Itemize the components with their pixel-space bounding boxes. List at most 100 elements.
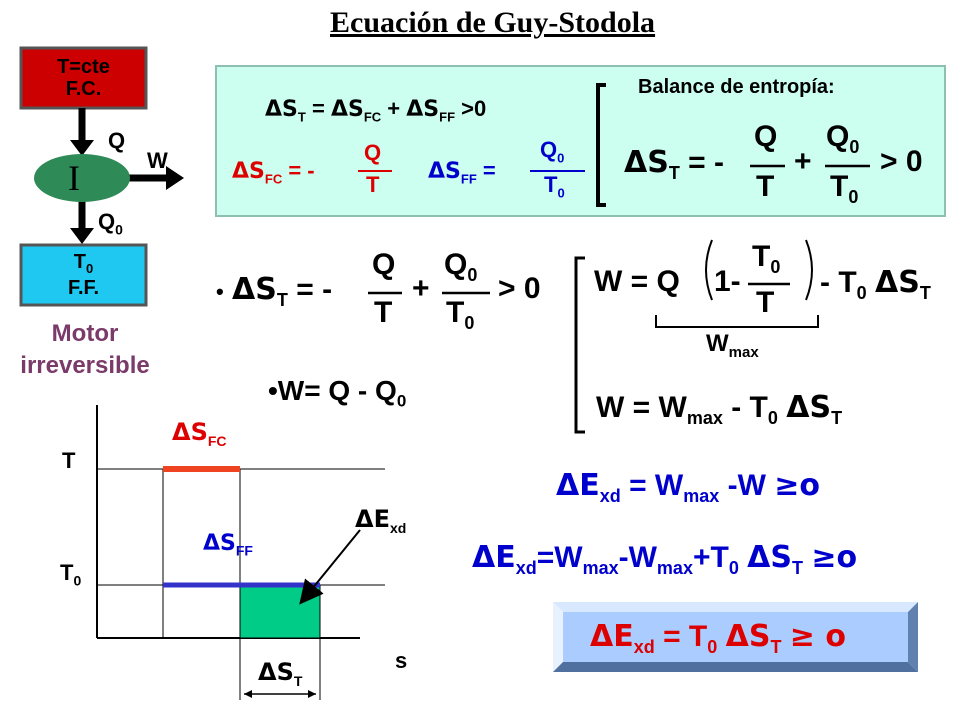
res-rel: ≥ o <box>789 619 846 654</box>
balance-label: Balance de entropía: <box>638 76 835 98</box>
ex1-tail: -W <box>727 469 766 502</box>
engine-ellipse <box>34 154 130 202</box>
bullet1-num2-sub: 0 <box>467 265 478 285</box>
bullet1-plus: + <box>412 272 430 305</box>
result-box-top-bevel <box>553 602 918 612</box>
bullet1-den2-sub: 0 <box>464 313 475 333</box>
result-box-left-bevel <box>553 602 563 672</box>
ts-exd-label: ΔExd <box>355 505 406 536</box>
hot-source-box <box>19 46 148 110</box>
big-rhs: > 0 <box>880 145 923 178</box>
paren-right <box>805 239 813 301</box>
big-lhs: ΔS <box>624 145 669 180</box>
entropy-sum-eq: ΔST = ΔSFC + ΔSFF >0 <box>265 96 486 124</box>
w-eq-lhs: W = Q <box>594 265 680 298</box>
eq1-eq: = <box>311 96 325 121</box>
hot-source-label: T=cte F.C. <box>21 48 146 108</box>
big-den1: T <box>756 170 775 203</box>
w-bracket <box>574 256 585 434</box>
eq1-rhs: >0 <box>461 96 487 121</box>
bullet1-num2-text: Q <box>444 248 468 281</box>
res-eq: = T <box>663 620 708 653</box>
sff-lhs: ΔS <box>428 159 461 184</box>
bullet1-eq: = - <box>296 273 333 306</box>
ts-x-label: s <box>395 648 408 673</box>
sff-den-text: T <box>544 172 558 197</box>
big-num1: Q <box>754 120 778 153</box>
res-lhs-sub: xd <box>633 637 655 657</box>
ts-y-label: T <box>62 448 76 473</box>
big-plus: + <box>794 145 812 178</box>
ts-t0-text: T <box>60 560 74 585</box>
ex2-b-sub: max <box>656 558 693 578</box>
w-eq2-lhs: W = <box>596 391 651 424</box>
res-eq-sub: 0 <box>707 637 718 657</box>
page-title: Ecuación de Guy-Stodola <box>330 6 656 39</box>
result-box <box>563 612 908 662</box>
result-box-bottom-bevel <box>553 662 918 672</box>
ts-exd-text: ΔE <box>355 505 390 533</box>
sff-lhs-sub: FF <box>460 171 477 187</box>
ts-st-text: ΔS <box>258 658 294 686</box>
hot-source-name: F.C. <box>65 78 102 100</box>
wmax-label-sub: max <box>728 343 759 361</box>
bullet1-dot: • <box>216 279 224 304</box>
sff-den-sub: 0 <box>557 185 565 201</box>
big-num2-sub: 0 <box>849 137 860 157</box>
w-eq-tail-ds: ΔS <box>875 265 920 300</box>
bullet1-num1: Q <box>372 248 396 281</box>
ex1-lhs-sub: xd <box>599 486 621 506</box>
ts-st-sub: T <box>293 672 303 689</box>
ex2-c-sub: 0 <box>728 558 739 578</box>
engine-caption: Motor irreversible <box>0 318 170 383</box>
sff-den: T0 <box>544 172 565 200</box>
exergy-eq1: ΔExd = Wmax -W ≥o <box>556 468 820 507</box>
ts-sfc-label: ΔSFC <box>172 418 227 449</box>
caption-line2: irreversible <box>20 352 150 380</box>
sfc-lhs: ΔS <box>232 159 265 184</box>
ex2-rel: ≥o <box>811 540 858 575</box>
ts-sff-label: ΔSFF <box>203 530 253 558</box>
paren-left <box>705 239 713 301</box>
bullet2: •W= Q - Q0 <box>268 375 406 412</box>
w-eq-num-text: T <box>752 240 771 273</box>
w-eq-num-sub: 0 <box>770 257 781 277</box>
sfc-eq: ΔSFC = - <box>232 158 315 186</box>
eq1-t1-sub: FC <box>363 109 382 125</box>
caption-line1: Motor <box>51 320 119 347</box>
exergy-result: ΔExd = T0 ΔST ≥ o <box>590 619 846 658</box>
big-eq-lhs: ΔST = - <box>624 145 724 184</box>
eq1-lhs: ΔS <box>265 97 298 122</box>
w-eq2-ds: ΔS <box>786 390 832 425</box>
cold-sink-temp-sub: 0 <box>85 261 94 277</box>
big-den2-text: T <box>830 170 849 203</box>
sff-num-text: Q <box>540 137 558 162</box>
w-eq2-w: W <box>658 391 687 424</box>
ex2-a-sub: max <box>582 558 619 578</box>
st-dim-arrow-left <box>244 690 252 698</box>
sfc-num: Q <box>364 140 382 165</box>
cold-sink-name: F.F. <box>67 276 100 299</box>
q-arrow-head <box>70 140 94 156</box>
exergy-eq2: ΔExd=Wmax-Wmax+T0 ΔST ≥o <box>472 540 857 579</box>
bullet1-lhs-sym: ΔS <box>232 272 277 307</box>
big-lhs-sub: T <box>668 163 680 183</box>
ts-exd-sub: xd <box>389 519 407 536</box>
w-eq-num: T0 <box>752 240 780 278</box>
w-arrow-head <box>166 166 184 190</box>
big-num2: Q0 <box>826 120 859 158</box>
ex2-c: +T <box>692 541 729 574</box>
ex1-rel: ≥o <box>774 468 821 503</box>
bullet1-lhs-sub: T <box>276 290 288 310</box>
sff-eq: ΔSFF = <box>428 158 496 186</box>
engine-label: I <box>68 158 80 198</box>
exd-pointer <box>299 529 361 605</box>
ex2-b: -W <box>618 541 657 574</box>
w-eq2-w-sub: max <box>686 408 723 428</box>
sff-eq-sign: = <box>482 158 496 183</box>
eq1-t2: ΔS <box>406 97 440 122</box>
w-eq-tail-t: - T <box>820 266 857 299</box>
w-eq2-tail: - T <box>731 391 768 424</box>
